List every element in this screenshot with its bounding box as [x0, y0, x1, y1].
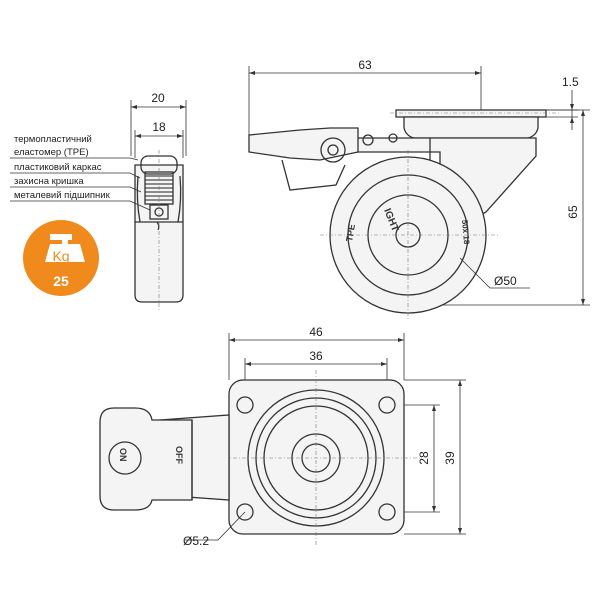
front-view: 63 1.5 65 IGHT TPE 50x 18	[248, 58, 590, 320]
mounting-hole	[236, 396, 254, 414]
swivel-head	[403, 116, 539, 139]
brake-screw	[388, 133, 398, 143]
leader-lines	[10, 157, 151, 211]
leader-line	[185, 511, 246, 541]
dim-side-width-inner: 18	[152, 120, 166, 134]
brake-arm	[281, 159, 346, 191]
side-view: 20 18 термопластичн	[10, 91, 187, 310]
label-cover: захисна кришка	[14, 176, 84, 187]
pedal-knob	[108, 441, 142, 475]
badge-value: 25	[53, 273, 69, 289]
dim-arrows	[570, 104, 574, 123]
badge-unit: Kg	[52, 248, 69, 264]
label-bearing: металевий підшипник	[14, 190, 111, 201]
dim-hole-diameter: Ø5.2	[183, 534, 209, 548]
label-tread-line2: еластомер (ТРЕ)	[14, 147, 89, 158]
wheel-mark-left: TPE	[344, 223, 357, 242]
brake-pivot	[320, 137, 346, 163]
load-capacity-badge: Kg 25	[23, 220, 99, 296]
dim-plate-thickness: 1.5	[562, 75, 579, 89]
top-plate	[395, 109, 547, 118]
dim-plate-depth: 39	[443, 451, 457, 465]
mounting-hole	[378, 503, 396, 521]
dim-arrows	[131, 105, 186, 109]
dim-plate-width: 46	[309, 325, 323, 339]
label-tread-line1: термопластичний	[14, 134, 92, 145]
pedal-off-label: OFF	[174, 446, 184, 464]
mounting-hole	[236, 503, 254, 521]
fork-sides	[136, 175, 182, 223]
mounting-plate	[228, 379, 405, 535]
dim-hole-spacing-x: 36	[309, 349, 323, 363]
mounting-hole	[378, 396, 396, 414]
wheel-mark-right: 50x 18	[460, 219, 471, 245]
dim-side-width-outer: 20	[151, 91, 165, 105]
label-frame: пластиковий каркас	[14, 162, 102, 173]
dim-wheel-diameter: Ø50	[494, 274, 517, 288]
dim-front-length: 63	[358, 58, 372, 72]
dim-total-height: 65	[566, 205, 580, 219]
pedal-on-label: ON	[118, 448, 128, 462]
brake-lever	[248, 127, 359, 161]
weight-icon	[45, 234, 85, 262]
brake-screw	[362, 134, 374, 146]
top-view: 46 36 28 39 ON OF	[99, 325, 466, 548]
dim-hole-spacing-y: 28	[417, 451, 431, 465]
leader-line	[459, 257, 530, 289]
brake-pivot-pin	[327, 144, 339, 156]
